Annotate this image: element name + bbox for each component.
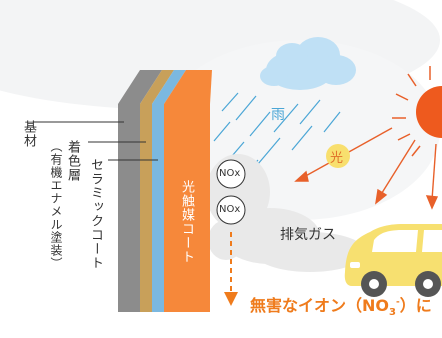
leader-lines	[34, 121, 158, 161]
nox-label-1: NOx	[219, 168, 241, 179]
exhaust-label: 排気ガス	[280, 227, 336, 243]
coating-layers	[118, 70, 212, 312]
light-rays	[294, 127, 439, 210]
colored-layer-label: 着色層	[65, 140, 80, 182]
result-prefix: 無害なイオン（NO	[250, 296, 389, 315]
substrate-label: 基材	[21, 120, 36, 148]
photocatalyst-coat-label: 光触媒コート	[179, 180, 194, 264]
result-suffix: ）に	[399, 296, 432, 315]
colored-layer-note: （有機エナメル塗装）	[49, 140, 63, 270]
rain-label: 雨	[271, 107, 285, 123]
down-arrow	[224, 232, 238, 306]
car-icon	[344, 224, 442, 297]
ceramic-coat-label: セラミックコート	[88, 158, 103, 270]
ceramic-layer	[152, 70, 186, 104]
nox-circle-2	[216, 195, 246, 225]
substrate-layer	[118, 70, 162, 104]
result-subscript: 3	[389, 307, 396, 319]
nox-label-2: NOx	[219, 204, 241, 215]
light-badge	[326, 144, 350, 168]
photocatalyst-layer	[164, 70, 212, 104]
cloud-icon	[260, 37, 356, 90]
colored-layer	[140, 70, 174, 104]
result-superscript: -	[395, 297, 400, 308]
sun-icon	[392, 66, 442, 157]
nox-circle-1	[216, 159, 246, 189]
result-text: 無害なイオン（NO3-）に	[250, 292, 432, 318]
light-label: 光	[330, 151, 344, 166]
